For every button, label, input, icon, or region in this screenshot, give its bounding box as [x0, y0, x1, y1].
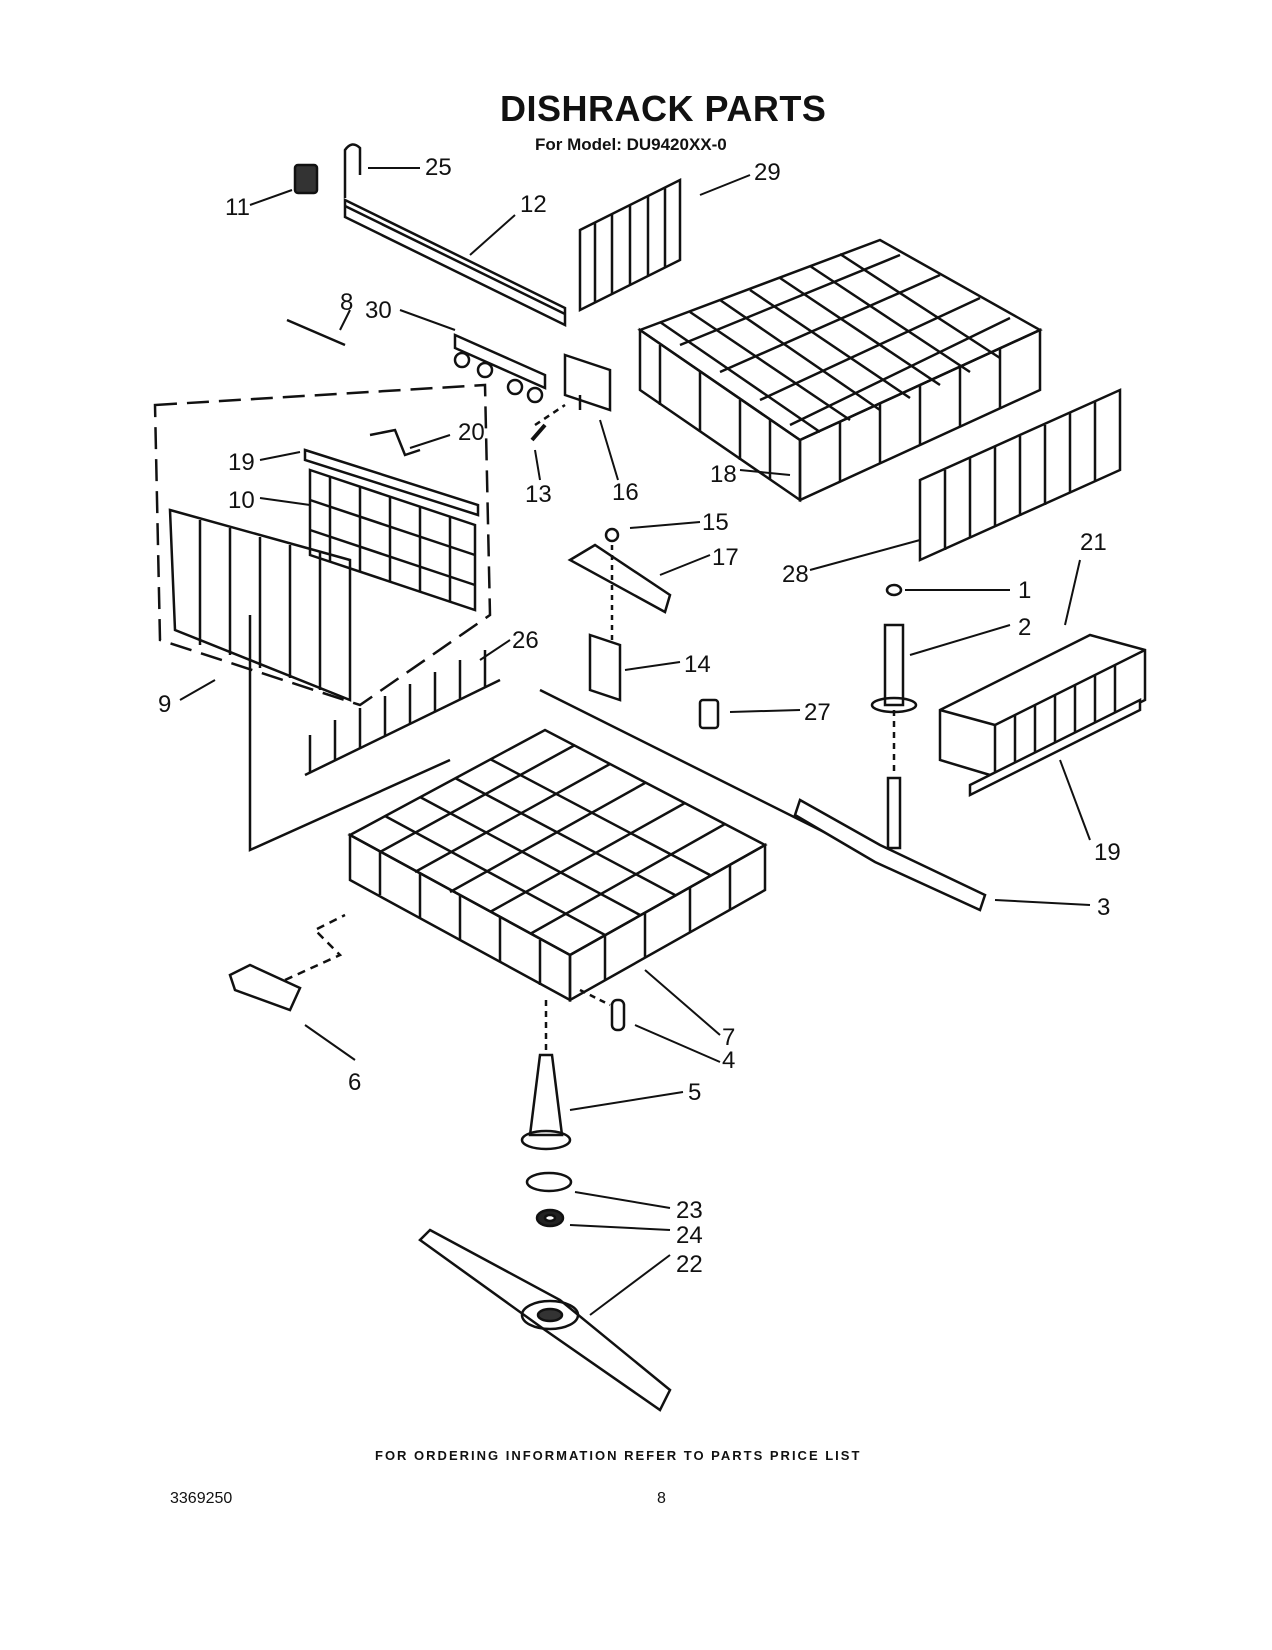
- part-24-nut: [535, 1208, 565, 1228]
- part-10-basket-lid: [308, 468, 477, 612]
- callout-label-26: 26: [512, 627, 539, 654]
- callout-label-17: 17: [712, 544, 739, 571]
- assembly-line: [248, 615, 451, 852]
- part-4-bushing: [610, 998, 626, 1032]
- leader-dashed: [284, 913, 346, 982]
- part-6-wheel: [228, 963, 302, 1012]
- part-22-lower-spray-arm: [418, 1228, 672, 1412]
- part-25-hook: [343, 143, 362, 198]
- callout-label-30: 30: [365, 297, 392, 324]
- part-7-lower-rack: [347, 728, 768, 1003]
- part-8-pin: [286, 318, 346, 347]
- callout-label-1: 1: [1018, 577, 1031, 604]
- part-11-end-cap: [293, 163, 319, 195]
- part-28-tine-row: [918, 388, 1122, 562]
- part-18-upper-rack: [637, 238, 1043, 503]
- callout-label-12: 12: [520, 191, 547, 218]
- part-15-cap: [604, 527, 620, 543]
- callout-label-11: 11: [225, 194, 250, 221]
- callout-label-27: 27: [804, 699, 831, 726]
- part-3-upper-spray-arm: [793, 776, 987, 912]
- callout-label-22: 22: [676, 1251, 703, 1278]
- part-13-screw: [530, 423, 547, 442]
- part-30-roller-bracket: [453, 333, 547, 404]
- callout-label-3: 3: [1097, 894, 1110, 921]
- callout-label-9: 9: [158, 691, 171, 718]
- part-29-tine-row: [578, 177, 682, 313]
- leader-dashed: [579, 988, 611, 1007]
- callout-label-2: 2: [1018, 614, 1031, 641]
- callout-label-29: 29: [754, 159, 781, 186]
- part-5-feed-tube: [520, 1000, 572, 1151]
- part-14-bracket: [588, 633, 622, 702]
- callout-label-8: 8: [340, 289, 353, 316]
- part-20-clip: [369, 428, 421, 457]
- part-12-rail: [343, 197, 567, 328]
- callout-label-20: 20: [458, 419, 485, 446]
- callout-label-16: 16: [612, 479, 639, 506]
- callout-label-14: 14: [684, 651, 711, 678]
- page-title: DISHRACK PARTS: [500, 88, 827, 129]
- part-26-tine-row: [304, 650, 501, 777]
- document-number: 3369250: [170, 1490, 233, 1507]
- ordering-note: FOR ORDERING INFORMATION REFER TO PARTS …: [375, 1448, 862, 1463]
- part-1-ring: [885, 583, 903, 597]
- callout-label-21: 21: [1080, 529, 1107, 556]
- callout-label-13: 13: [525, 481, 552, 508]
- callout-label-19a: 19: [228, 449, 255, 476]
- part-27-clip: [698, 698, 720, 730]
- callout-label-7: 7: [722, 1024, 735, 1051]
- part-19-rail-cutlery: [968, 697, 1142, 798]
- part-16-bracket: [563, 353, 612, 412]
- basket-assembly-boundary: [153, 383, 492, 707]
- page-number: 8: [657, 1490, 666, 1507]
- part-17-arm: [567, 543, 672, 614]
- callout-label-23: 23: [676, 1197, 703, 1224]
- part-23-washer: [525, 1171, 573, 1193]
- callout-label-4: 4: [722, 1047, 735, 1074]
- callout-label-28: 28: [782, 561, 809, 588]
- callout-label-6: 6: [348, 1069, 361, 1096]
- leader-dashed: [534, 403, 566, 427]
- callout-label-5: 5: [688, 1079, 701, 1106]
- callout-label-15: 15: [702, 509, 729, 536]
- part-19-rail-basket: [303, 448, 480, 517]
- part-2-upper-tube: [870, 623, 918, 714]
- part-9-basket: [168, 508, 352, 702]
- callout-label-18: 18: [710, 461, 737, 488]
- callout-label-10: 10: [228, 487, 255, 514]
- callout-label-25: 25: [425, 154, 452, 181]
- part-21-cutlery-basket: [938, 633, 1147, 777]
- model-subtitle: For Model: DU9420XX-0: [535, 135, 727, 154]
- callout-label-19b: 19: [1094, 839, 1121, 866]
- callout-label-24: 24: [676, 1222, 703, 1249]
